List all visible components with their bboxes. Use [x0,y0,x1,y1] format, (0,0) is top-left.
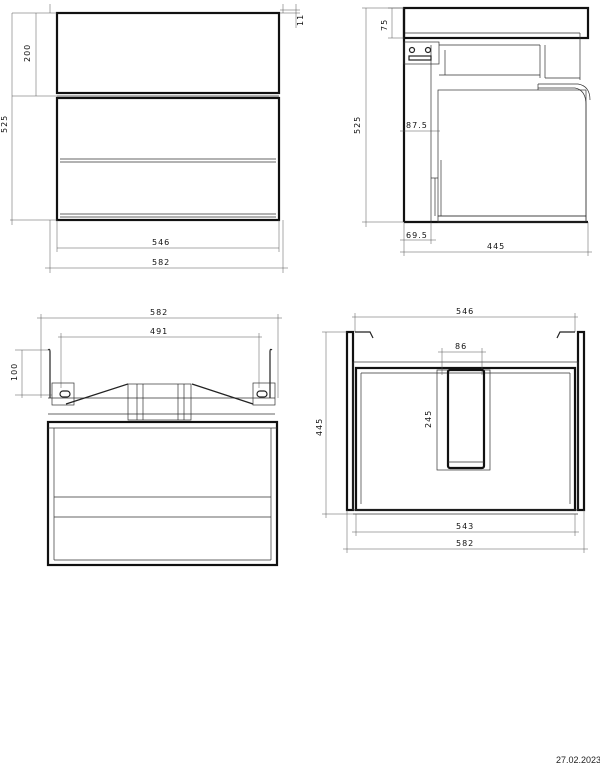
top-cabinet-frame [354,366,577,512]
side-mirror-slab [402,6,590,40]
dim-side-top: 75 [380,19,389,31]
top-left-post [345,330,355,512]
side-cabinet [437,89,587,217]
dim-front-total-width: 582 [152,258,170,267]
side-bracket [403,41,440,65]
top-siphon-cutout [436,369,491,471]
dim-top-inner-width: 543 [456,522,474,531]
dim-top-total-width: 582 [456,539,474,548]
front-cabinet-body [55,96,281,222]
dim-side-bottom-offset: 69.5 [406,231,428,240]
front-upper-panel [55,11,281,95]
dim-front-upper-height: 200 [23,44,32,62]
drawing-date: 27.02.2023 [556,755,600,765]
top-right-post [576,330,586,512]
dim-side-offset: 87.5 [406,121,428,130]
dim-front-inner-width: 546 [152,238,170,247]
dim-side-depth: 445 [487,242,505,251]
front-view: 11 200 525 546 582 [0,4,305,273]
dim-top-cutout-width: 86 [455,342,467,351]
back-cabinet [46,420,279,567]
dim-side-height: 525 [353,116,362,134]
dim-top-cutout-depth: 245 [424,410,433,428]
back-center-block [127,383,192,421]
dim-back-height: 100 [10,363,19,381]
dim-back-total-width: 582 [150,308,168,317]
dim-front-top-gap: 11 [296,14,305,26]
dim-top-depth: 445 [315,418,324,436]
back-view: 582 491 100 [10,308,282,567]
side-basin-curve [538,87,587,222]
dim-back-hole-spacing: 491 [150,327,168,336]
side-view: 75 525 87.5 69.5 445 [353,6,592,256]
back-left-bracket [51,382,75,406]
back-right-bracket [252,382,276,406]
top-view: 546 86 245 445 543 [315,307,588,553]
dim-front-total-height: 525 [0,115,9,133]
dim-top-width: 546 [456,307,474,316]
